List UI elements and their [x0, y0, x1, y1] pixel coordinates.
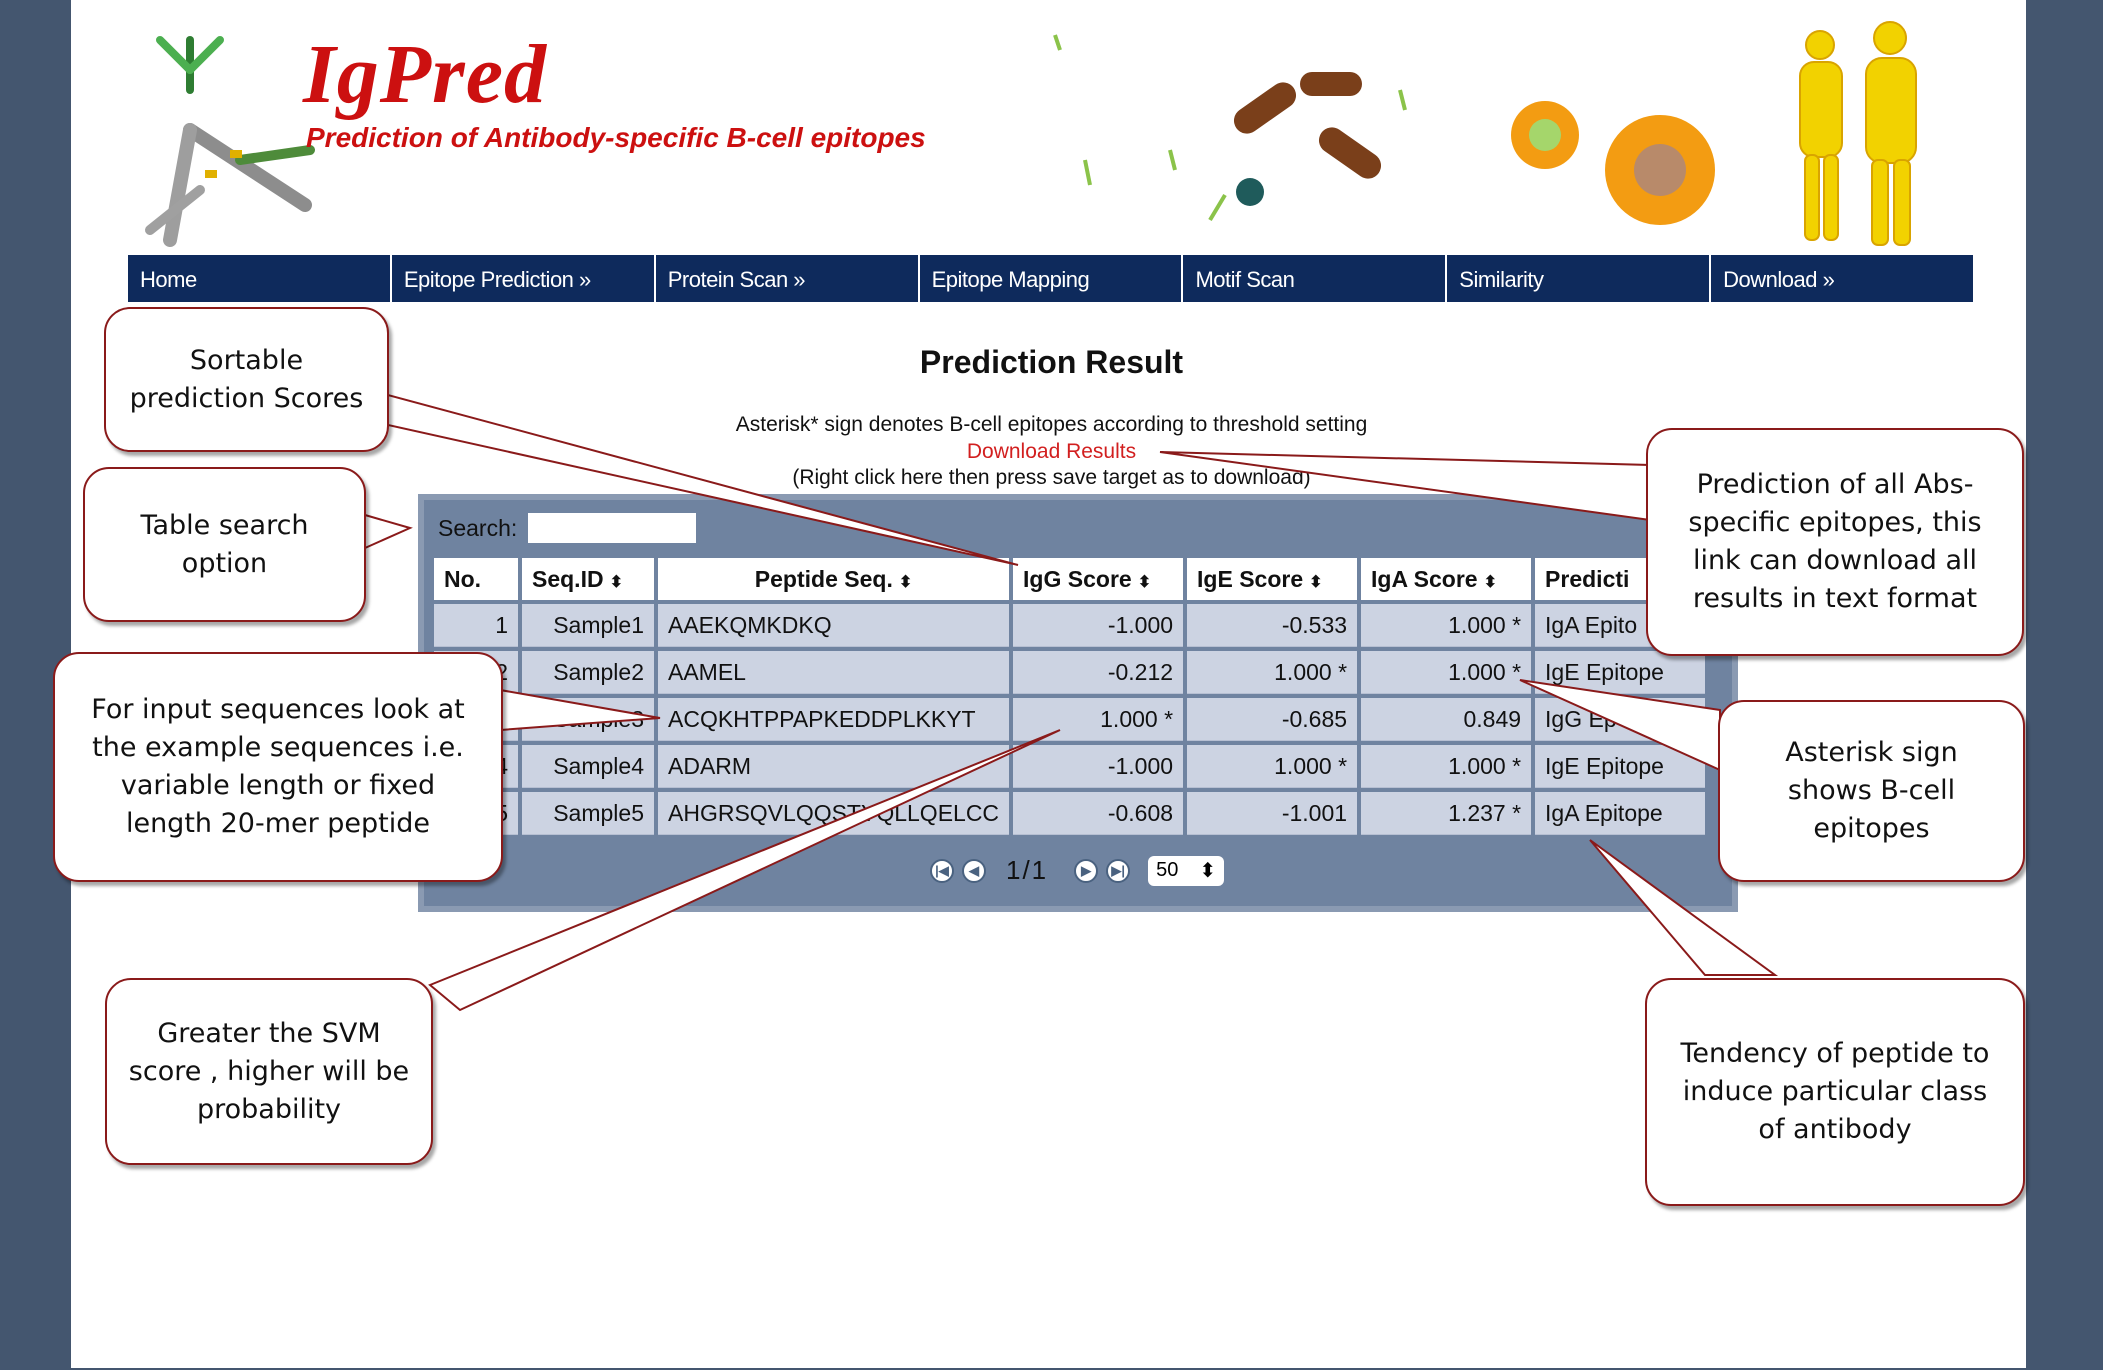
cell-ige: 1.000 *: [1187, 745, 1358, 788]
cell-seq-id: Sample5: [522, 792, 654, 835]
callout-download-all: Prediction of all Abs-specific epitopes,…: [1646, 428, 2024, 656]
table-row: 5 Sample5 AHGRSQVLQQSTYQLLQELCC -0.608 -…: [434, 792, 1706, 835]
cell-ige: 1.000 *: [1187, 651, 1358, 694]
page-size-select[interactable]: 50 ⬍: [1148, 855, 1225, 886]
cell-peptide: ACQKHTPPAPKEDDPLKKYT: [658, 698, 1010, 741]
sort-arrows-icon[interactable]: ⬍: [898, 573, 913, 591]
col-label: IgA Score: [1371, 565, 1478, 592]
col-igg-score[interactable]: IgG Score ⬍: [1013, 558, 1184, 600]
cell-ige: -0.533: [1187, 604, 1358, 647]
nav-download[interactable]: Download »: [1723, 267, 1835, 292]
brand-title: IgPred: [303, 28, 547, 121]
cell-igg: -1.000: [1013, 604, 1184, 647]
callout-svm-score: Greater the SVM score , higher will be p…: [105, 978, 433, 1165]
table-row: 1 Sample1 AAEKQMKDKQ -1.000 -0.533 1.000…: [434, 604, 1706, 647]
chevron-updown-icon: ⬍: [1199, 860, 1217, 882]
nav-home[interactable]: Home: [128, 255, 392, 302]
cell-no: 1: [434, 604, 518, 647]
callout-asterisk: Asterisk sign shows B-cell epitopes: [1718, 700, 2025, 882]
col-seq-id[interactable]: Seq.ID ⬍: [522, 558, 654, 600]
sort-arrows-icon[interactable]: ⬍: [1137, 573, 1152, 591]
cell-iga: 1.237 *: [1361, 792, 1532, 835]
cell-seq-id: Sample1: [522, 604, 654, 647]
sort-arrows-icon[interactable]: ⬍: [609, 573, 623, 591]
cell-iga: 1.000 *: [1361, 745, 1532, 788]
antibody-logo-icon: [145, 36, 315, 247]
callout-sortable-scores: Sortable prediction Scores: [104, 307, 389, 452]
page-size-value: 50: [1156, 859, 1179, 881]
prev-page-icon[interactable]: ◀: [962, 858, 986, 883]
cell-seq-id: Sample4: [522, 745, 654, 788]
col-label: Seq.ID: [532, 565, 604, 592]
sort-arrows-icon[interactable]: ⬍: [1309, 573, 1323, 591]
col-ige-score[interactable]: IgE Score ⬍: [1187, 558, 1358, 600]
col-no[interactable]: No.: [434, 558, 518, 600]
cell-art: [1511, 101, 1715, 225]
cell-igg: -1.000: [1013, 745, 1184, 788]
cell-prediction: IgG Ep: [1535, 698, 1706, 741]
next-page-icon[interactable]: ▶: [1074, 858, 1099, 883]
nav-protein-scan[interactable]: Protein Scan »: [656, 255, 920, 302]
results-table: No. Seq.ID ⬍ Peptide Seq. ⬍ IgG Score ⬍ IgE…: [430, 554, 1709, 839]
callout-input-sequences: For input sequences look at the example …: [53, 652, 503, 882]
last-page-icon[interactable]: ▶|: [1106, 858, 1131, 883]
header-illustration: [1053, 21, 1917, 246]
cell-prediction: IgA Epitope: [1535, 792, 1706, 835]
cell-seq-id: Sample2: [522, 651, 654, 694]
cell-igg: -0.212: [1013, 651, 1184, 694]
cell-peptide: ADARM: [658, 745, 1010, 788]
nav-similarity[interactable]: Similarity: [1447, 255, 1712, 302]
cell-iga: 1.000 *: [1361, 604, 1532, 647]
sort-arrows-icon[interactable]: ⬍: [1483, 573, 1497, 591]
cell-seq-id: Sample3: [522, 698, 654, 741]
cell-ige: -0.685: [1187, 698, 1358, 741]
search-label: Search:: [438, 515, 518, 541]
brand-subtitle: Prediction of Antibody-specific B-cell e…: [306, 122, 926, 153]
cell-ige: -1.001: [1187, 792, 1358, 835]
cell-peptide: AAMEL: [658, 651, 1010, 694]
page-indicator: 1/1: [1006, 855, 1049, 885]
table-row: 3 Sample3 ACQKHTPPAPKEDDPLKKYT 1.000 * -…: [434, 698, 1706, 741]
cell-iga: 1.000 *: [1361, 651, 1532, 694]
col-label: No.: [444, 565, 482, 592]
nav-motif-scan[interactable]: Motif Scan: [1183, 255, 1448, 302]
pagination: |◀ ◀ 1/1 ▶ ▶| 50 ⬍: [930, 855, 1225, 886]
cell-peptide: AHGRSQVLQQSTYQLLQELCC: [658, 792, 1010, 835]
page-title: Prediction Result: [919, 344, 1184, 380]
cell-peptide: AAEKQMKDKQ: [658, 604, 1010, 647]
col-label: Peptide Seq.: [754, 565, 893, 592]
first-page-icon[interactable]: |◀: [930, 858, 954, 883]
table-row: 4 Sample4 ADARM -1.000 1.000 * 1.000 * I…: [434, 745, 1706, 788]
main-nav: Home Epitope Prediction » Protein Scan »…: [128, 255, 1973, 302]
nav-epitope-mapping[interactable]: Epitope Mapping: [920, 255, 1184, 302]
col-peptide-seq[interactable]: Peptide Seq. ⬍: [658, 558, 1010, 600]
cell-prediction: IgE Epitope: [1535, 745, 1706, 788]
cell-igg: 1.000 *: [1013, 698, 1184, 741]
col-label: IgE Score: [1197, 565, 1304, 592]
cell-iga: 0.849: [1361, 698, 1532, 741]
nav-epitope-prediction[interactable]: Epitope Prediction »: [392, 255, 656, 302]
col-label: Predicti: [1545, 565, 1630, 592]
callout-antibody-tendency: Tendency of peptide to induce particular…: [1645, 978, 2025, 1206]
col-iga-score[interactable]: IgA Score ⬍: [1361, 558, 1532, 600]
callout-table-search: Table search option: [83, 467, 366, 622]
bacteria-art: [1053, 34, 1407, 222]
search-input[interactable]: [528, 513, 696, 543]
human-body-art: [1799, 21, 1917, 246]
col-label: IgG Score: [1023, 565, 1132, 592]
table-row: 2 Sample2 AAMEL -0.212 1.000 * 1.000 * I…: [434, 651, 1706, 694]
cell-igg: -0.608: [1013, 792, 1184, 835]
cell-prediction: IgE Epitope: [1535, 651, 1706, 694]
table-header-row: No. Seq.ID ⬍ Peptide Seq. ⬍ IgG Score ⬍ IgE…: [434, 558, 1706, 600]
